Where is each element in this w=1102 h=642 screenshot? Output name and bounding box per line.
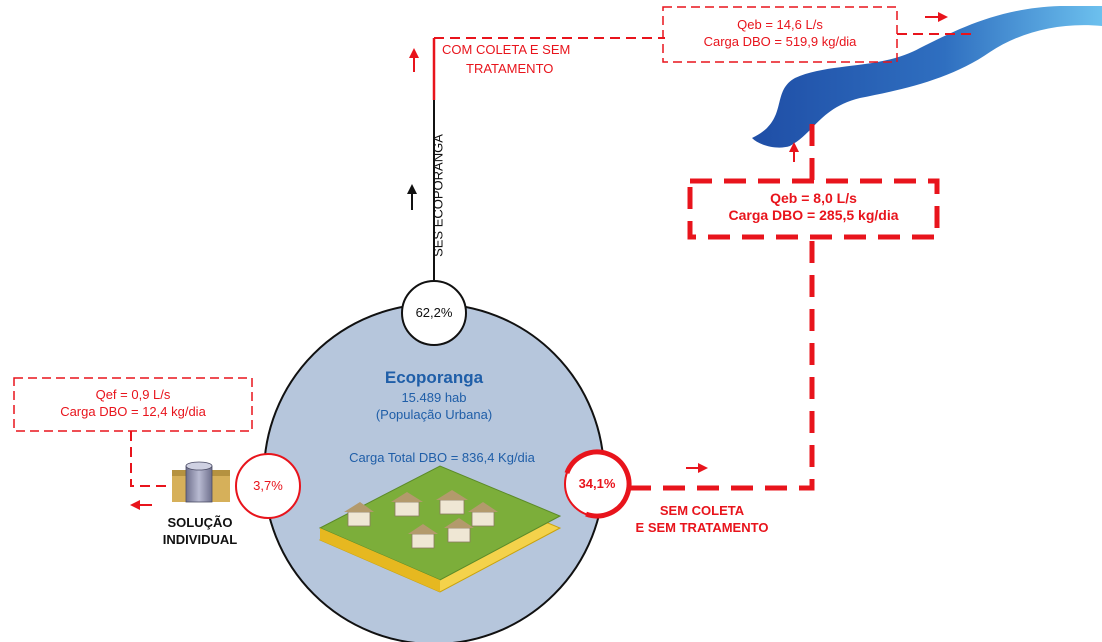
no-collect-flow: Qeb = 8,0 L/s (770, 190, 857, 206)
no-collect-arc (564, 449, 632, 519)
no-collect-label-line1: SEM COLETA (659, 503, 745, 518)
collect-load: Carga DBO = 519,9 kg/dia (703, 34, 857, 49)
river-arrow-icon (925, 12, 948, 22)
individual-flow-box (13, 377, 253, 432)
collect-label-line1: COM COLETA E SEM (442, 42, 571, 57)
individual-arrow-icon (130, 500, 152, 510)
individual-percent-circle (235, 453, 301, 519)
individual-percent: 3,7% (253, 478, 283, 493)
collect-flow-box (662, 6, 898, 63)
houses-illustration (318, 465, 562, 593)
no-collect-percent: 34,1% (578, 476, 616, 491)
ses-percent-circle (401, 280, 467, 346)
ses-percent: 62,2% (415, 305, 453, 320)
no-collect-flow-box (687, 178, 940, 240)
city-name: Ecoporanga (384, 368, 484, 387)
individual-label-line1: SOLUÇÃO (167, 515, 233, 530)
collect-flow: Qeb = 14,6 L/s (737, 17, 823, 32)
collect-arrow-icon (409, 48, 419, 72)
individual-flow-line (130, 431, 172, 487)
no-collect-flow-line (629, 238, 815, 491)
septic-tank-icon (172, 461, 230, 503)
individual-label-line2: INDIVIDUAL (162, 532, 238, 547)
river-shape (752, 6, 1102, 148)
individual-load: Carga DBO = 12,4 kg/dia (60, 404, 206, 419)
ses-arrow-icon (407, 184, 417, 210)
no-collect-up-arrow-icon (789, 142, 799, 162)
no-collect-arrow-icon (686, 463, 708, 473)
individual-flow: Qef = 0,9 L/s (95, 387, 171, 402)
city-total-load: Carga Total DBO = 836,4 Kg/dia (349, 450, 535, 465)
city-population-note: (População Urbana) (375, 407, 493, 422)
collect-label-line2: TRATAMENTO (466, 61, 554, 76)
no-collect-label-line2: E SEM TRATAMENTO (635, 520, 769, 535)
city-population: 15.489 hab (401, 390, 467, 405)
ses-label: SES ECOPORANGA (430, 134, 446, 257)
no-collect-load: Carga DBO = 285,5 kg/dia (728, 207, 899, 223)
